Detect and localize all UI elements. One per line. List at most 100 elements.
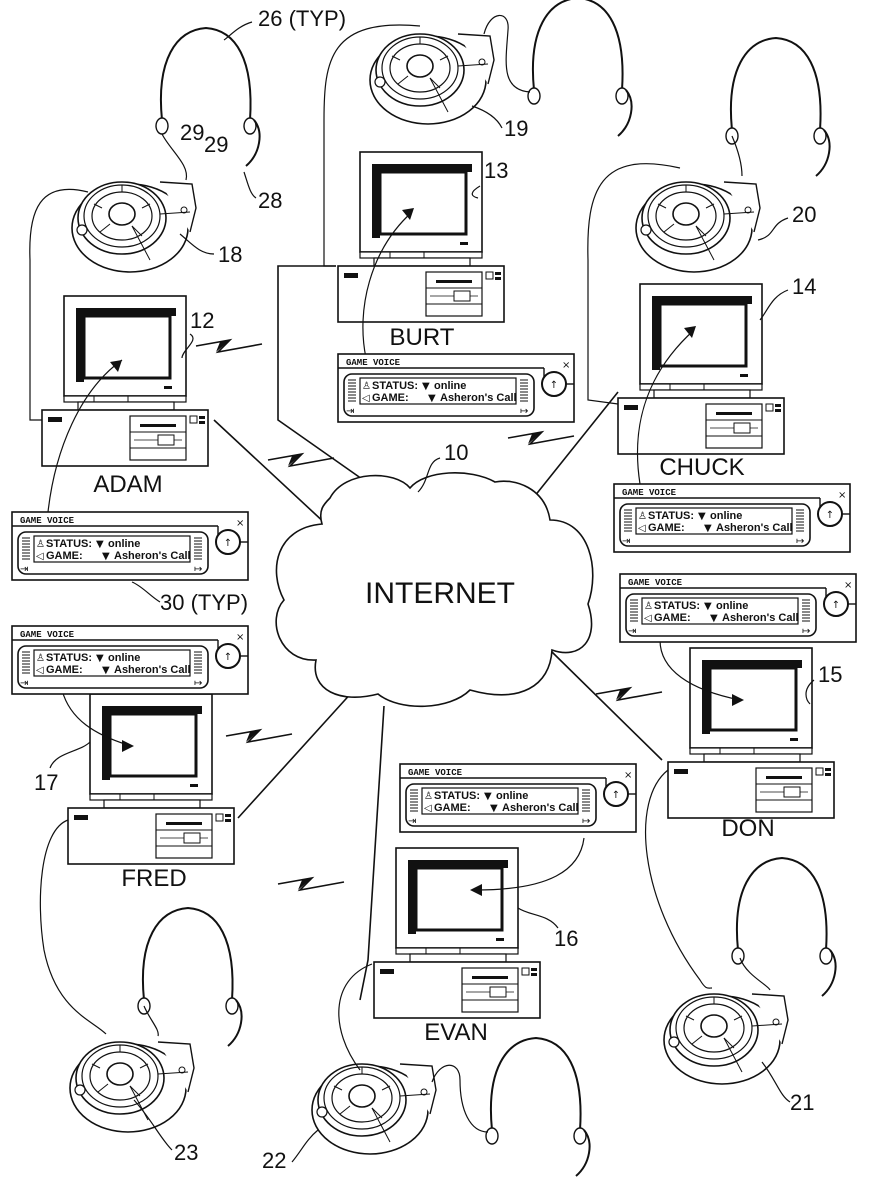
- arrow-up-icon: ↑: [550, 380, 558, 391]
- status-dropdown-icon[interactable]: ▼: [422, 381, 430, 392]
- wireless-icon: [196, 340, 262, 352]
- game-dropdown-icon[interactable]: ▼: [102, 665, 110, 676]
- dock-left-icon[interactable]: ⇥: [408, 816, 416, 827]
- close-button[interactable]: ×: [562, 360, 570, 371]
- status-value[interactable]: online: [710, 510, 742, 522]
- headset-icon: [732, 858, 836, 996]
- game-voice-window[interactable]: GAME VOICE _ × ⇥ ↦ ♙ STATUS: ▼ online ◁ …: [12, 512, 248, 580]
- status-value[interactable]: online: [108, 538, 140, 550]
- computer-icon: [68, 694, 234, 864]
- game-voice-window[interactable]: GAME VOICE _ × ⇥ ↦ ♙ STATUS: ▼ online ◁ …: [620, 574, 856, 642]
- wireless-icon: [268, 454, 334, 466]
- status-label: STATUS:: [46, 652, 92, 664]
- internet-label: INTERNET: [365, 577, 515, 610]
- window-title: GAME VOICE: [20, 516, 75, 526]
- headset-icon: [726, 38, 830, 176]
- close-button[interactable]: ×: [236, 518, 244, 529]
- ref-mic: 28: [258, 188, 282, 213]
- game-label: GAME:: [46, 664, 83, 676]
- ref-window: 30 (TYP): [160, 590, 248, 615]
- game-dropdown-icon[interactable]: ▼: [704, 523, 712, 534]
- game-label: GAME:: [372, 392, 409, 404]
- status-dropdown-icon[interactable]: ▼: [484, 791, 492, 802]
- status-value[interactable]: online: [716, 600, 748, 612]
- dock-right-icon[interactable]: ↦: [582, 816, 590, 827]
- game-label: GAME:: [648, 522, 685, 534]
- close-button[interactable]: ×: [624, 770, 632, 781]
- status-dropdown-icon[interactable]: ▼: [704, 601, 712, 612]
- computer-icon: [338, 152, 504, 322]
- dock-left-icon[interactable]: ⇥: [628, 626, 636, 637]
- game-voice-window[interactable]: GAME VOICE _ × ⇥ ↦ ♙ STATUS: ▼ online ◁ …: [614, 484, 850, 552]
- close-button[interactable]: ×: [236, 632, 244, 643]
- status-value[interactable]: online: [434, 380, 466, 392]
- window-title: GAME VOICE: [346, 358, 401, 368]
- status-icon: ♙: [36, 539, 45, 550]
- status-value[interactable]: online: [108, 652, 140, 664]
- station-name: ADAM: [93, 471, 162, 498]
- arrow-up-icon: ↑: [612, 790, 620, 801]
- dock-left-icon[interactable]: ⇥: [346, 406, 354, 417]
- status-dropdown-icon[interactable]: ▼: [96, 539, 104, 550]
- close-button[interactable]: ×: [844, 580, 852, 591]
- game-voice-window[interactable]: GAME VOICE _ × ⇥ ↦ ♙ STATUS: ▼ online ◁ …: [400, 764, 636, 832]
- voice-device-icon: [312, 1064, 436, 1154]
- game-value[interactable]: Asheron's Call: [114, 664, 191, 676]
- computer-icon: [618, 284, 784, 454]
- status-label: STATUS:: [434, 790, 480, 802]
- dock-left-icon[interactable]: ⇥: [20, 564, 28, 575]
- dock-right-icon[interactable]: ↦: [520, 406, 528, 417]
- ref-computer: 17: [34, 770, 58, 795]
- game-dropdown-icon[interactable]: ▼: [428, 393, 436, 404]
- game-dropdown-icon[interactable]: ▼: [490, 803, 498, 814]
- speaker-icon: ◁: [362, 393, 370, 404]
- game-value[interactable]: Asheron's Call: [440, 392, 517, 404]
- arrow-up-icon: ↑: [832, 600, 840, 611]
- ref-device: 23: [174, 1140, 198, 1165]
- arrow-up-icon: ↑: [224, 652, 232, 663]
- dock-right-icon[interactable]: ↦: [194, 564, 202, 575]
- wireless-icon: [278, 878, 344, 890]
- computer-icon: [374, 848, 540, 1018]
- game-dropdown-icon[interactable]: ▼: [102, 551, 110, 562]
- status-label: STATUS:: [372, 380, 418, 392]
- status-dropdown-icon[interactable]: ▼: [96, 653, 104, 664]
- station-name: EVAN: [424, 1019, 488, 1046]
- dock-right-icon[interactable]: ↦: [796, 536, 804, 547]
- speaker-icon: ◁: [36, 551, 44, 562]
- ref-computer: 15: [818, 662, 842, 687]
- ref-device: 18: [218, 242, 242, 267]
- game-voice-window[interactable]: GAME VOICE _ × ⇥ ↦ ♙ STATUS: ▼ online ◁ …: [338, 354, 574, 422]
- ref-device: 22: [262, 1148, 286, 1173]
- ref-device: 19: [504, 116, 528, 141]
- headset-icon: [528, 0, 632, 136]
- game-value[interactable]: Asheron's Call: [716, 522, 793, 534]
- game-dropdown-icon[interactable]: ▼: [710, 613, 718, 624]
- dock-right-icon[interactable]: ↦: [802, 626, 810, 637]
- close-button[interactable]: ×: [838, 490, 846, 501]
- status-value[interactable]: online: [496, 790, 528, 802]
- game-value[interactable]: Asheron's Call: [502, 802, 579, 814]
- game-label: GAME:: [46, 550, 83, 562]
- dock-left-icon[interactable]: ⇥: [622, 536, 630, 547]
- ref-computer: 12: [190, 308, 214, 333]
- internet-cloud: INTERNET 10: [276, 440, 593, 706]
- station-name: DON: [721, 815, 774, 842]
- computer-icon: [668, 648, 834, 818]
- ref-computer: 14: [792, 274, 816, 299]
- wireless-icon: [508, 432, 574, 444]
- game-value[interactable]: Asheron's Call: [114, 550, 191, 562]
- status-label: STATUS:: [46, 538, 92, 550]
- status-dropdown-icon[interactable]: ▼: [698, 511, 706, 522]
- computer-icon: [42, 296, 208, 466]
- game-value[interactable]: Asheron's Call: [722, 612, 799, 624]
- ref-headset: 26 (TYP): [258, 6, 346, 31]
- dock-left-icon[interactable]: ⇥: [20, 678, 28, 689]
- game-voice-window[interactable]: GAME VOICE _ × ⇥ ↦ ♙ STATUS: ▼ online ◁ …: [12, 626, 248, 694]
- arrow-up-icon: ↑: [826, 510, 834, 521]
- speaker-icon: ◁: [36, 665, 44, 676]
- dock-right-icon[interactable]: ↦: [194, 678, 202, 689]
- ref-device: 20: [792, 202, 816, 227]
- status-icon: ♙: [424, 791, 433, 802]
